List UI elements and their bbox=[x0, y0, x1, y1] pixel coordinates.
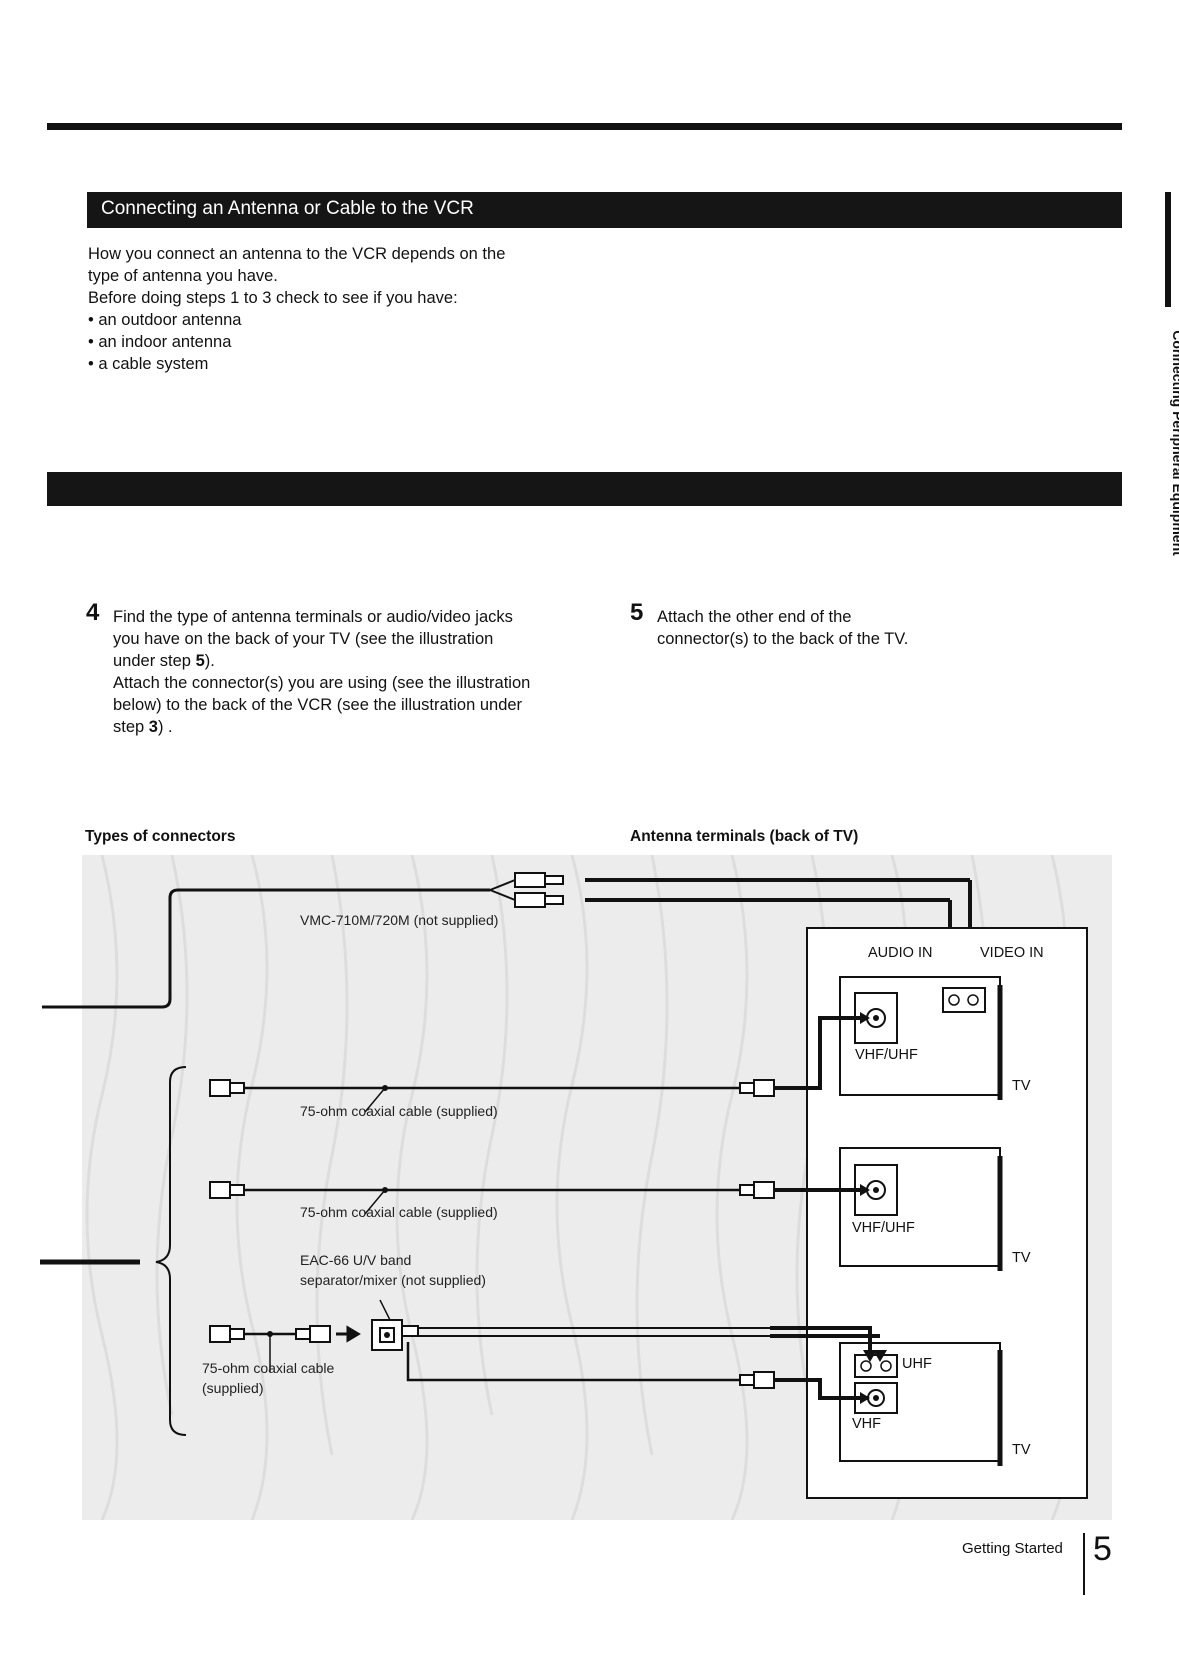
step-line: Find the type of antenna terminals or au… bbox=[113, 608, 513, 626]
coaxial-cable-3 bbox=[209, 1325, 331, 1372]
list-item: • an indoor antenna bbox=[88, 333, 232, 351]
step-number: 5 bbox=[630, 599, 644, 626]
step-number: 4 bbox=[86, 599, 100, 626]
coaxial-cable-1 bbox=[209, 1079, 775, 1113]
caption-antenna-terminals: Antenna terminals (back of TV) bbox=[630, 828, 859, 845]
tv-label: TV bbox=[1012, 1250, 1031, 1266]
antenna-jack-icon bbox=[873, 1395, 879, 1401]
footer-section-name: Getting Started bbox=[962, 1540, 1063, 1557]
coaxial-cable-2 bbox=[209, 1181, 775, 1215]
list-item: • a cable system bbox=[88, 355, 209, 373]
footer-rule bbox=[1083, 1533, 1085, 1595]
text-run: ) . bbox=[157, 718, 173, 736]
text-run: under step bbox=[113, 652, 196, 670]
rca-plug-icon bbox=[489, 872, 564, 908]
vmc-cable-label: VMC-710M/720M (not supplied) bbox=[300, 912, 499, 928]
intro-line: How you connect an antenna to the VCR de… bbox=[88, 245, 506, 263]
step-line: below) to the back of the VCR (see the i… bbox=[113, 696, 523, 714]
step-5: 5 Attach the other end of the connector(… bbox=[630, 601, 990, 656]
separator-label: separator/mixer (not supplied) bbox=[300, 1272, 486, 1288]
page-number: 5 bbox=[1093, 1530, 1112, 1568]
separator-mixer-icon bbox=[371, 1299, 419, 1351]
coax-cable-line bbox=[775, 1016, 868, 1090]
intro-line: type of antenna you have. bbox=[88, 267, 278, 285]
vhf-uhf-label: VHF/UHF bbox=[852, 1220, 915, 1236]
step-line: you have on the back of your TV (see the… bbox=[113, 630, 494, 648]
tv-label: TV bbox=[1012, 1078, 1031, 1094]
step-text: Attach the other end of the connector(s)… bbox=[657, 606, 908, 650]
coax-cable-label: 75-ohm coaxial cable (supplied) bbox=[300, 1204, 498, 1220]
uhf-jack-icon bbox=[860, 1360, 872, 1372]
vhf-coax-line bbox=[406, 1342, 740, 1382]
vhf-coax-line bbox=[774, 1378, 868, 1400]
section-title: Connecting an Antenna or Cable to the VC… bbox=[101, 198, 474, 219]
list-item: • an outdoor antenna bbox=[88, 311, 242, 329]
antenna-type-list: • an outdoor antenna • an indoor antenna… bbox=[88, 309, 608, 375]
coax-cable-label: (supplied) bbox=[202, 1380, 264, 1396]
side-tab-rule bbox=[1165, 192, 1171, 307]
top-rule bbox=[47, 123, 1122, 130]
antenna-jack-icon bbox=[873, 1187, 879, 1193]
text-run: step bbox=[113, 718, 149, 736]
text-run: ). bbox=[204, 652, 215, 670]
step-text: Find the type of antenna terminals or au… bbox=[113, 606, 530, 738]
arrow-icon bbox=[860, 1012, 870, 1024]
arrow-icon bbox=[860, 1184, 870, 1196]
vhf-uhf-label: VHF/UHF bbox=[855, 1047, 918, 1063]
separator-label: EAC-66 U/V band bbox=[300, 1252, 412, 1268]
step-line: under step 5). bbox=[113, 650, 530, 672]
intro-line: Before doing steps 1 to 3 check to see i… bbox=[88, 289, 458, 307]
av-jack-icon bbox=[967, 994, 979, 1006]
tv-label: TV bbox=[1012, 1442, 1031, 1458]
coax-plug-icon bbox=[739, 1374, 755, 1386]
vhf-label: VHF bbox=[852, 1416, 881, 1432]
coax-cable-label: 75-ohm coaxial cable bbox=[202, 1360, 335, 1376]
coax-plug-icon bbox=[753, 1371, 775, 1389]
step-line: step 3) . bbox=[113, 716, 530, 738]
step-ref: 5 bbox=[195, 652, 205, 670]
uhf-jack-icon bbox=[880, 1360, 892, 1372]
brace-icon bbox=[155, 1066, 187, 1436]
antenna-jack-icon bbox=[873, 1015, 879, 1021]
section-heading-bar: Connecting an Antenna or Cable to the VC… bbox=[87, 192, 1122, 228]
caption-connector-types: Types of connectors bbox=[85, 828, 236, 845]
arrow-icon bbox=[863, 1350, 887, 1362]
step-line: Attach the connector(s) you are using (s… bbox=[113, 674, 531, 692]
arrow-icon bbox=[860, 1392, 870, 1404]
audio-in-label: AUDIO IN bbox=[868, 945, 933, 961]
step-ref: 3 bbox=[148, 718, 158, 736]
step-4: 4 Find the type of antenna terminals or … bbox=[86, 601, 606, 746]
uhf-lead-line bbox=[770, 1326, 880, 1358]
intro-text: How you connect an antenna to the VCR de… bbox=[88, 243, 608, 375]
vmc-cable-line bbox=[42, 888, 490, 1009]
uhf-label: UHF bbox=[902, 1356, 932, 1372]
av-jack-icon bbox=[948, 994, 960, 1006]
step-line: connector(s) to the back of the TV. bbox=[657, 630, 909, 648]
video-in-label: VIDEO IN bbox=[980, 945, 1044, 961]
arrow-icon bbox=[336, 1325, 361, 1343]
coax-cable-label: 75-ohm coaxial cable (supplied) bbox=[300, 1103, 498, 1119]
divider-bar bbox=[47, 472, 1122, 506]
step-line: Attach the other end of the bbox=[657, 608, 852, 626]
